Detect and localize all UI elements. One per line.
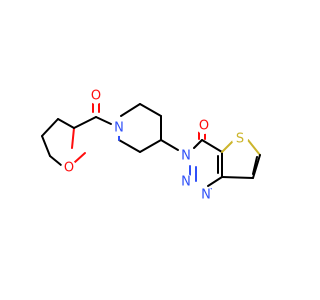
atom-n3-triazinone: N xyxy=(181,149,191,164)
atom-n-piperidine: N xyxy=(114,121,124,136)
atom-n2-triazinone: N xyxy=(181,175,191,190)
amide-carbonyl xyxy=(73,99,112,129)
bond-thf-c5-o xyxy=(74,152,86,163)
bond-thf-c3-c4 xyxy=(41,135,51,157)
n2-triazinone-bg xyxy=(178,174,194,190)
molecule-canvas: O O N N N N S O xyxy=(41,88,261,203)
atom-labels: O O N N N N S O xyxy=(61,88,248,203)
bond-pip-c4-c5 xyxy=(139,139,162,153)
bond-c7a-n1 xyxy=(207,176,223,187)
bond-pip-c2-c3 xyxy=(139,103,162,117)
bond-c6-c5-double xyxy=(252,156,258,175)
atom-o-ring-thf: O xyxy=(64,161,74,176)
n-piperidine-bg xyxy=(111,120,127,136)
bond-s-c6 xyxy=(247,139,261,156)
bond-c5-c7a xyxy=(221,176,254,179)
thf-ring xyxy=(41,118,86,166)
bond-pip-triazine xyxy=(160,139,179,151)
s-thiophene-bg xyxy=(232,131,248,147)
o-carbonyl-right-bg xyxy=(196,118,212,134)
molecule-structure: O O N N N N S O xyxy=(41,88,261,203)
n1-triazinone-bg xyxy=(198,187,214,203)
bond-thf-c4-c5 xyxy=(49,155,62,166)
atom-o-carbonyl-left: O xyxy=(91,89,101,104)
bond-pip-n-c2 xyxy=(120,103,141,117)
bond-thf-c2b xyxy=(57,118,75,129)
bond-n3-c4 xyxy=(193,139,203,149)
bond-carbonyl-n xyxy=(95,116,112,125)
bond-c6-c5 xyxy=(252,154,261,179)
bond-c4-c4a xyxy=(201,139,223,153)
atom-n1-triazinone: N xyxy=(201,188,211,203)
bond-thf-carbonyl xyxy=(73,116,97,129)
atom-s-thiophene: S xyxy=(236,132,244,147)
o-ring-thf-bg xyxy=(61,160,77,176)
bond-thf-o-c2 xyxy=(71,127,75,149)
bond-c4a-s xyxy=(221,140,234,153)
o-carbonyl-left-bg xyxy=(88,88,104,104)
bond-pip-c5-c6 xyxy=(118,139,141,153)
bond-thf-c2-c3 xyxy=(41,118,59,137)
atom-o-carbonyl-right: O xyxy=(199,119,209,134)
n3-triazinone-bg xyxy=(178,148,194,164)
thiophene-ring xyxy=(221,139,261,179)
